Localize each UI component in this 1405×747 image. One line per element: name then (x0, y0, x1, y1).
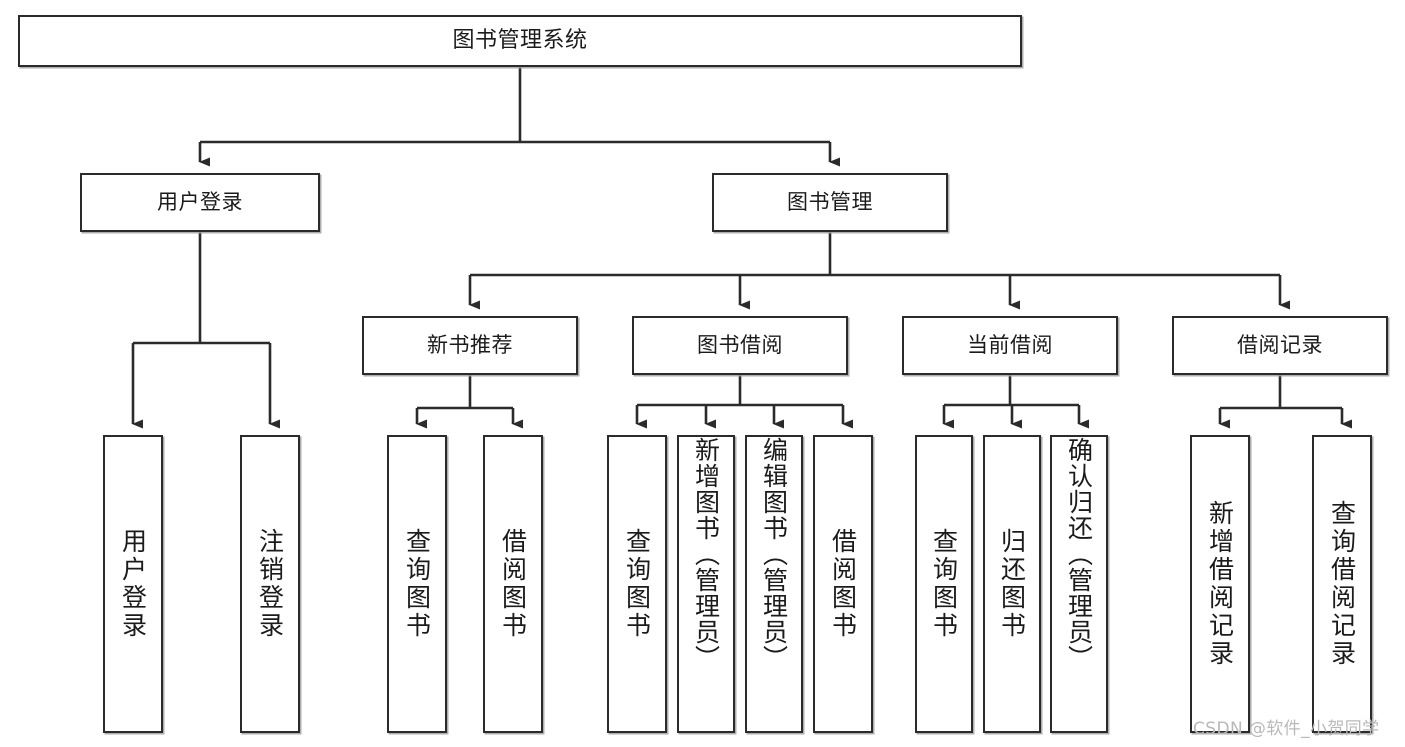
node-leaf-confirm-return[interactable]: 确认归还（管理员） (1050, 435, 1108, 733)
node-leaf-query-book-1[interactable]: 查询图书 (387, 435, 447, 733)
node-leaf-edit-book[interactable]: 编辑图书（管理员） (745, 435, 803, 733)
node-new-book-recommend[interactable]: 新书推荐 (362, 316, 578, 375)
node-book-manage[interactable]: 图书管理 (712, 173, 948, 232)
node-leaf-logout-label: 注销登录 (255, 528, 285, 640)
node-leaf-query-book-1-label: 查询图书 (402, 528, 432, 640)
node-user-login[interactable]: 用户登录 (80, 173, 320, 232)
node-root[interactable]: 图书管理系统 (18, 15, 1022, 67)
node-leaf-query-book-2-label: 查询图书 (622, 528, 652, 640)
node-new-book-recommend-label: 新书推荐 (427, 333, 513, 358)
node-current-borrow[interactable]: 当前借阅 (902, 316, 1118, 375)
node-borrow-record[interactable]: 借阅记录 (1172, 316, 1388, 375)
node-leaf-return-book-label: 归还图书 (997, 528, 1027, 640)
node-leaf-user-login-label: 用户登录 (118, 528, 148, 640)
tree-edges (131, 67, 1352, 429)
node-leaf-borrow-book-2-label: 借阅图书 (828, 528, 858, 640)
node-leaf-add-record-label: 新增借阅记录 (1205, 500, 1235, 668)
node-leaf-return-book[interactable]: 归还图书 (983, 435, 1041, 733)
node-leaf-query-book-3-label: 查询图书 (929, 528, 959, 640)
node-leaf-query-record-label: 查询借阅记录 (1327, 500, 1357, 668)
node-leaf-logout[interactable]: 注销登录 (240, 435, 300, 733)
node-leaf-add-book-label: 新增图书（管理员） (691, 437, 721, 671)
watermark: CSDN @软件_小贺同学 (1193, 719, 1380, 739)
node-borrow-record-label: 借阅记录 (1237, 333, 1323, 358)
node-book-manage-label: 图书管理 (787, 190, 873, 215)
node-book-borrow-label: 图书借阅 (697, 333, 783, 358)
node-current-borrow-label: 当前借阅 (967, 333, 1053, 358)
node-leaf-borrow-book-1[interactable]: 借阅图书 (483, 435, 543, 733)
node-leaf-add-record[interactable]: 新增借阅记录 (1190, 435, 1250, 733)
node-leaf-borrow-book-1-label: 借阅图书 (498, 528, 528, 640)
node-leaf-query-book-2[interactable]: 查询图书 (607, 435, 667, 733)
node-leaf-add-book[interactable]: 新增图书（管理员） (677, 435, 735, 733)
node-user-login-label: 用户登录 (157, 190, 243, 215)
node-leaf-borrow-book-2[interactable]: 借阅图书 (813, 435, 873, 733)
node-leaf-user-login[interactable]: 用户登录 (103, 435, 163, 733)
node-leaf-query-record[interactable]: 查询借阅记录 (1312, 435, 1372, 733)
node-root-label: 图书管理系统 (452, 28, 588, 54)
node-leaf-confirm-return-label: 确认归还（管理员） (1064, 437, 1094, 671)
node-book-borrow[interactable]: 图书借阅 (632, 316, 848, 375)
node-leaf-query-book-3[interactable]: 查询图书 (915, 435, 973, 733)
node-leaf-edit-book-label: 编辑图书（管理员） (759, 437, 789, 671)
